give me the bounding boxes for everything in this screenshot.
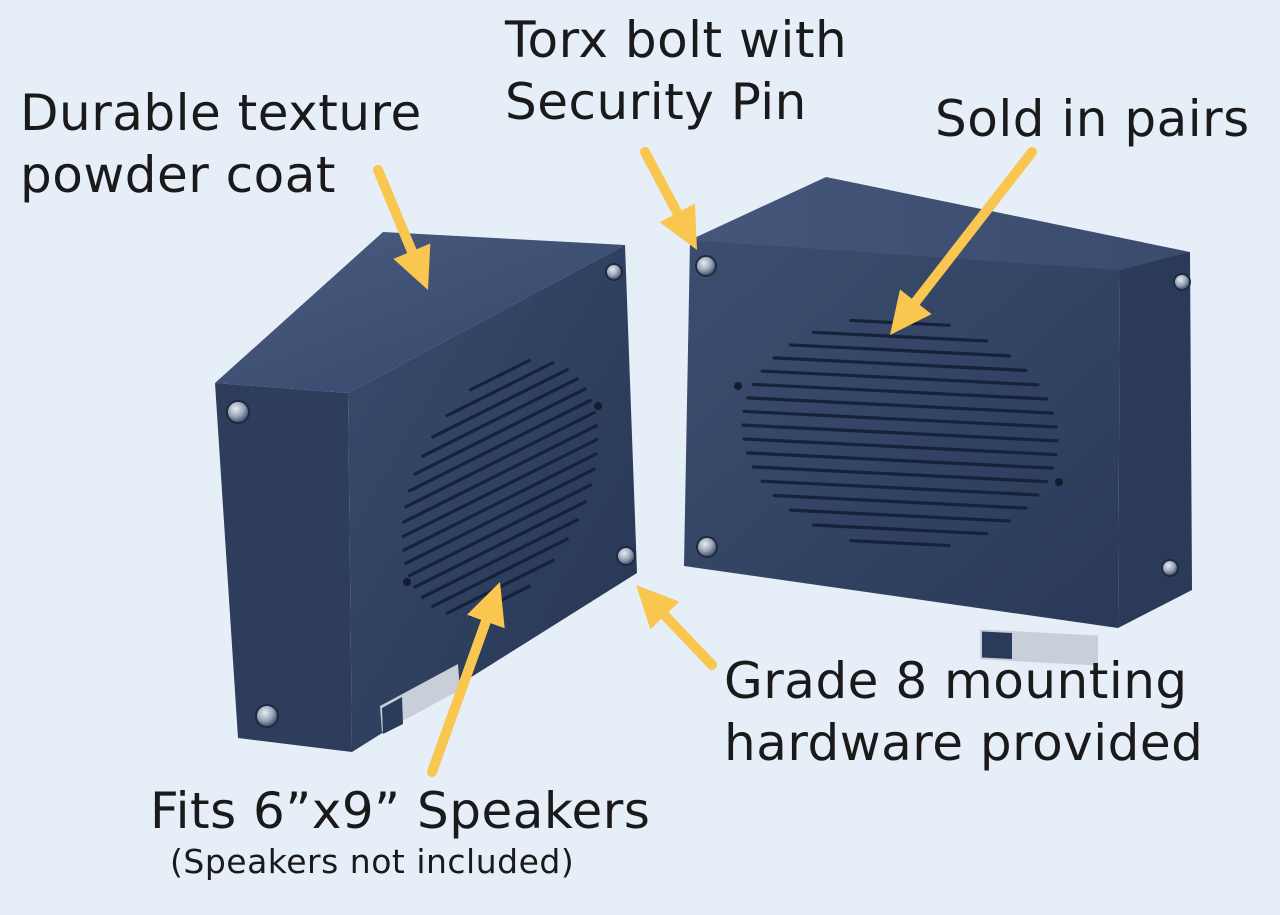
grille-slot [413, 387, 587, 476]
mounting-hardware-arrow [636, 585, 717, 670]
grille-slot [407, 483, 593, 578]
left-speaker-enclosure [215, 232, 637, 752]
right-enclosure-side [1118, 252, 1192, 628]
grille-slot [811, 523, 989, 536]
speaker-size-callout-line2: (Speakers not included) [170, 842, 575, 881]
left-enclosure-screw-hole [403, 578, 411, 586]
torx-bolt-icon [255, 704, 279, 728]
arrow-head [890, 289, 932, 335]
right-enclosure-screw-hole [734, 382, 742, 390]
grille-slot [404, 411, 596, 509]
arrow-shaft [427, 612, 493, 777]
grille-slot [788, 343, 1012, 358]
grille-slot [751, 465, 1049, 484]
grille-slot [404, 467, 596, 565]
grille-slot [760, 369, 1040, 387]
grille-slot [402, 424, 598, 524]
mounting-hardware-callout-line1: Grade 8 mounting [724, 652, 1188, 710]
sold-in-pairs-callout: Sold in pairs [935, 88, 1250, 150]
left-enclosure-logo [382, 697, 403, 734]
arrow-shaft [908, 147, 1037, 310]
powder-coat-callout-line2: powder coat [20, 146, 336, 204]
speaker-size-callout-line1: Fits 6”x9” Speakers [150, 782, 651, 840]
grille-slot [445, 361, 555, 418]
grille-slot [407, 398, 593, 493]
grille-slot [811, 330, 989, 343]
arrow-shaft [373, 165, 419, 260]
arrow-head [636, 585, 680, 630]
arrow-head [659, 203, 697, 250]
grille-slot [742, 437, 1058, 457]
torx-bolt-callout-line2: Security Pin [505, 73, 807, 131]
torx-bolt-icon [696, 536, 718, 558]
powder-coat-arrow [373, 165, 431, 290]
left-enclosure-screw-hole [594, 402, 602, 410]
sold-in-pairs-callout-text: Sold in pairs [935, 90, 1250, 148]
grille-slot [401, 437, 599, 539]
arrow-head [393, 243, 431, 290]
grille-slot [745, 451, 1055, 470]
powder-coat-callout: Durable texture powder coat [20, 82, 422, 206]
speaker-size-callout: Fits 6”x9” Speakers (Speakers not includ… [150, 780, 650, 883]
torx-bolt-icon [616, 546, 636, 566]
grille-slot [788, 508, 1012, 523]
mounting-hardware-callout-line2: hardware provided [724, 714, 1204, 772]
callout-arrows [373, 147, 1037, 777]
arrow-shaft [657, 607, 717, 670]
torx-bolt-icon [695, 255, 717, 277]
torx-bolt-callout: Torx bolt with Security Pin [505, 9, 847, 133]
arrow-head [467, 582, 505, 629]
torx-bolt-callout-line1: Torx bolt with [505, 11, 848, 69]
sold-in-pairs-arrow [890, 147, 1037, 335]
grille-slot [751, 382, 1049, 401]
grille-slot [741, 423, 1059, 443]
grille-slot [420, 518, 580, 599]
right-enclosure-screw-hole [1055, 478, 1063, 486]
left-enclosure-end [215, 383, 352, 752]
grille-slot [431, 368, 569, 439]
grille-slot [772, 493, 1028, 510]
grille-slot [431, 537, 569, 608]
powder-coat-callout-line1: Durable texture [20, 84, 422, 142]
grille-slot [468, 358, 532, 392]
grille-slot [760, 479, 1040, 497]
grille-slot [402, 452, 598, 552]
mounting-hardware-callout: Grade 8 mounting hardware provided [724, 650, 1203, 774]
right-enclosure-logo [982, 631, 1012, 660]
torx-bolt-icon [226, 400, 250, 424]
grille-slot [849, 539, 951, 548]
arrow-shaft [640, 147, 685, 222]
left-enclosure-top [215, 232, 625, 393]
torx-bolt-arrow [640, 147, 697, 250]
speaker-size-arrow [427, 582, 505, 777]
torx-bolt-icon [1173, 273, 1191, 291]
torx-bolt-icon [1161, 559, 1179, 577]
right-grille [741, 318, 1059, 548]
grille-slot [413, 500, 587, 589]
grille-slot [742, 409, 1058, 429]
torx-bolt-icon [605, 263, 623, 281]
right-speaker-enclosure [684, 177, 1192, 666]
grille-slot [420, 377, 580, 458]
grille-slot [745, 396, 1055, 415]
grille-slot [772, 356, 1028, 373]
